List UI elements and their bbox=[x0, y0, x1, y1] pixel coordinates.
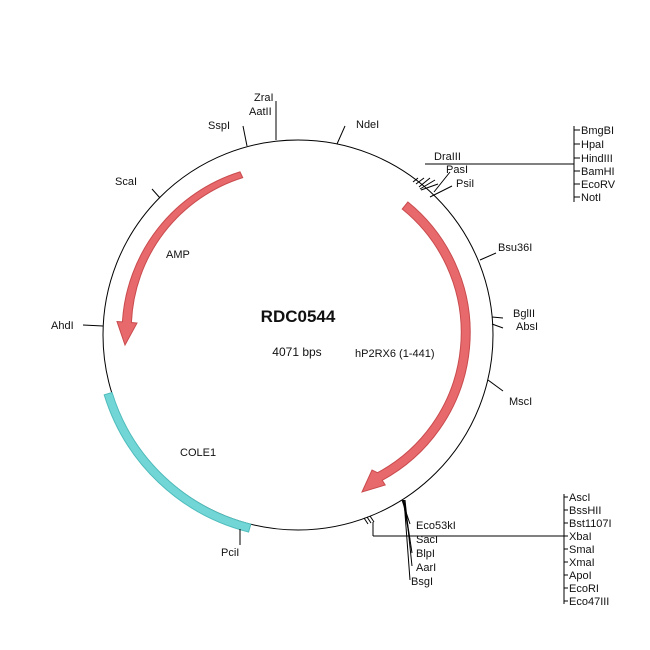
mcs-site: BssHII bbox=[569, 505, 601, 517]
cole1-label: COLE1 bbox=[180, 447, 216, 459]
mcs-site: ApoI bbox=[569, 570, 592, 582]
site-zrai: ZraI bbox=[254, 92, 274, 104]
mcs-site: SmaI bbox=[569, 544, 595, 556]
site-ndei: NdeI bbox=[356, 119, 379, 131]
site-msci: MscI bbox=[509, 396, 532, 408]
site-ahdi: AhdI bbox=[51, 320, 74, 332]
mcs-site: XmaI bbox=[569, 557, 595, 569]
mcs-site: EcoRV bbox=[581, 179, 616, 191]
mcs-site: HindIII bbox=[581, 153, 613, 165]
site-blpi: BlpI bbox=[416, 548, 435, 560]
amp-label: AMP bbox=[166, 249, 190, 261]
site-draiii: DraIII bbox=[434, 151, 461, 163]
lower-mcs-bracket bbox=[372, 494, 568, 604]
mcs-site: NotI bbox=[581, 192, 601, 204]
mcs-site: BamHI bbox=[581, 166, 615, 178]
mcs-site: HpaI bbox=[581, 139, 604, 151]
lower-mcs-list: AscI BssHII Bst1107I XbaI SmaI XmaI ApoI… bbox=[569, 492, 612, 608]
site-bsu36i: Bsu36I bbox=[498, 242, 532, 254]
site-aatii: AatII bbox=[249, 106, 272, 118]
mcs-site: AscI bbox=[569, 492, 590, 504]
mcs-site: XbaI bbox=[569, 531, 592, 543]
site-saci: SacI bbox=[416, 534, 438, 546]
site-ticks bbox=[82, 101, 504, 581]
site-psii: PsiI bbox=[456, 178, 474, 190]
mcs-site: Eco47III bbox=[569, 596, 609, 608]
upper-mcs-list: BmgBI HpaI HindIII BamHI EcoRV NotI bbox=[581, 125, 616, 204]
site-aari: AarI bbox=[416, 562, 436, 574]
site-eco53ki: Eco53kI bbox=[416, 520, 456, 532]
site-bglii: BglII bbox=[513, 308, 535, 320]
site-bsgi: BsgI bbox=[411, 576, 433, 588]
insert-label: hP2RX6 (1-441) bbox=[355, 348, 435, 360]
upper-mcs-bracket bbox=[425, 126, 580, 202]
mcs-site: BmgBI bbox=[581, 125, 614, 137]
plasmid-size: 4071 bps bbox=[272, 345, 321, 359]
site-sspi: SspI bbox=[208, 120, 230, 132]
site-pcii: PciI bbox=[221, 547, 239, 559]
hp2rx6-arrow bbox=[361, 201, 471, 493]
plasmid-name: RDC0544 bbox=[261, 307, 336, 326]
amp-arrow bbox=[116, 171, 244, 347]
site-absi: AbsI bbox=[516, 321, 538, 333]
site-pasi: PasI bbox=[446, 164, 468, 176]
site-scai: ScaI bbox=[115, 176, 137, 188]
mcs-site: EcoRI bbox=[569, 583, 599, 595]
cole1-origin-band bbox=[103, 391, 252, 533]
mcs-site: Bst1107I bbox=[569, 518, 612, 530]
plasmid-backbone bbox=[102, 139, 494, 531]
